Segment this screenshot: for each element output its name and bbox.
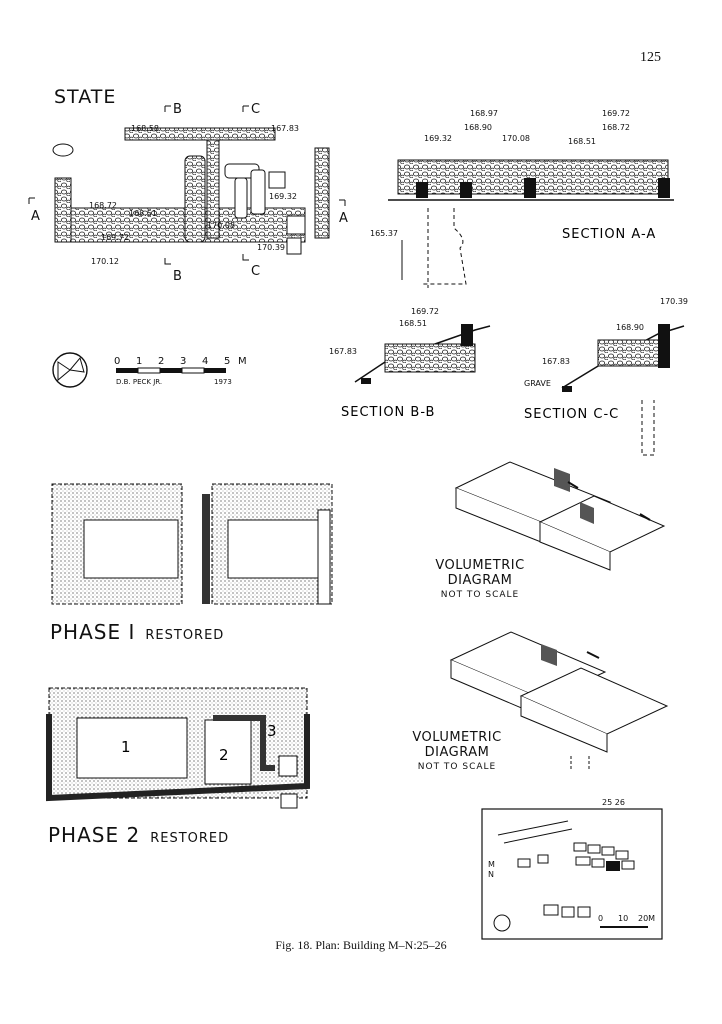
marker-c-bottom: C [251, 264, 260, 279]
volumetric2-drawing [449, 631, 669, 770]
marker-c-top: C [251, 102, 260, 117]
marker-b-top: B [173, 102, 182, 117]
cc-grave-label: GRAVE [524, 379, 551, 388]
elev-168-58: 168.58 [131, 124, 159, 133]
phase2-title: PHASE 2 [48, 823, 141, 847]
scale-unit: M [238, 356, 247, 367]
elev-168-72: 168.72 [89, 201, 117, 210]
key-plan-top-label: 25 26 [602, 798, 625, 807]
volumetric2-note: NOT TO SCALE [417, 762, 497, 772]
volumetric2-title: VOLUMETRIC [412, 730, 502, 745]
north-arrow-icon [52, 352, 88, 388]
key-scale-20m: 20M [638, 914, 655, 923]
scale-author: D.B. PECK JR. [116, 378, 162, 386]
elev-167-83: 167.83 [271, 124, 299, 133]
volumetric2-title2: DIAGRAM [424, 745, 490, 760]
page-number: 125 [640, 50, 661, 65]
aa-elev-169-32: 169.32 [424, 134, 452, 143]
key-plan-side-n: N [488, 870, 494, 879]
elev-169-32: 169.32 [269, 192, 297, 201]
cc-elev-168-90: 168.90 [616, 323, 644, 332]
volumetric1-note: NOT TO SCALE [440, 590, 520, 600]
section-bb-title: SECTION B-B [341, 405, 435, 420]
elev-169-72: 169.72 [101, 233, 129, 242]
volumetric2-label: VOLUMETRIC DIAGRAM NOT TO SCALE [392, 730, 522, 775]
elev-170-39: 170.39 [257, 243, 285, 252]
aa-elev-168-72: 168.72 [602, 123, 630, 132]
scale-tick-3: 3 [180, 356, 186, 367]
scale-tick-2: 2 [158, 356, 164, 367]
aa-elev-168-51: 168.51 [568, 137, 596, 146]
marker-a-left: A [31, 209, 40, 224]
key-scale-10: 10 [618, 914, 628, 923]
phase1-subtitle: RESTORED [145, 628, 225, 643]
scale-bar-group: 0 1 2 3 4 5 M D.B. PECK JR. 1973 [52, 352, 247, 388]
scale-tick-1: 1 [136, 356, 142, 367]
section-aa: 168.97 169.72 168.90 168.72 169.32 170.0… [370, 109, 674, 288]
elev-170-08: 170.08 [207, 221, 235, 230]
phase1-plan [51, 483, 333, 605]
aa-elev-169-72: 169.72 [602, 109, 630, 118]
scale-tick-0: 0 [114, 356, 120, 367]
scale-tick-5: 5 [224, 356, 230, 367]
marker-b-bottom: B [173, 269, 182, 284]
scale-year: 1973 [214, 378, 232, 386]
key-plan: 25 26 M N 0 10 20M [481, 798, 663, 940]
room-2-label: 2 [219, 746, 229, 764]
section-aa-title: SECTION A-A [562, 227, 656, 242]
marker-a-right: A [339, 211, 348, 226]
bb-elev-168-51: 168.51 [399, 319, 427, 328]
bb-elev-167-83: 167.83 [329, 347, 357, 356]
phase2-label: PHASE 2 RESTORED [48, 823, 229, 847]
cc-elev-167-83: 167.83 [542, 357, 570, 366]
aa-elev-165-37: 165.37 [370, 229, 398, 238]
volumetric1-label: VOLUMETRIC DIAGRAM NOT TO SCALE [410, 558, 550, 603]
section-cc: 170.39 168.90 167.83 GRAVE SECTION C-C [524, 297, 688, 456]
aa-elev-168-97: 168.97 [470, 109, 498, 118]
volumetric1-title2: DIAGRAM [447, 573, 513, 588]
volumetric1-title: VOLUMETRIC [435, 558, 525, 573]
state-plan: A A B B C C 168.58 167.83 168.72 168.51 … [28, 102, 348, 284]
key-plan-north-icon [493, 914, 511, 932]
room-3-label: 3 [267, 722, 277, 740]
phase2-subtitle: RESTORED [150, 831, 230, 846]
elev-170-12: 170.12 [91, 257, 119, 266]
state-title: STATE [54, 86, 117, 108]
key-scale-0: 0 [598, 914, 603, 923]
section-cc-title: SECTION C-C [524, 407, 619, 422]
cc-elev-170-39: 170.39 [660, 297, 688, 306]
phase2-plan: 1 2 3 [46, 687, 310, 809]
bb-elev-169-72: 169.72 [411, 307, 439, 316]
volumetric1-drawing [454, 461, 666, 571]
figure-caption: Fig. 18. Plan: Building M–N:25–26 [275, 938, 447, 952]
phase1-label: PHASE I RESTORED [50, 620, 224, 644]
section-bb: 169.72 168.51 167.83 SECTION B-B [329, 307, 491, 420]
phase1-title: PHASE I [50, 620, 136, 644]
room-1-label: 1 [121, 738, 131, 756]
aa-elev-170-08: 170.08 [502, 134, 530, 143]
scale-tick-4: 4 [202, 356, 208, 367]
elev-168-51: 168.51 [129, 209, 157, 218]
aa-elev-168-90: 168.90 [464, 123, 492, 132]
key-plan-side-m: M [488, 860, 495, 869]
